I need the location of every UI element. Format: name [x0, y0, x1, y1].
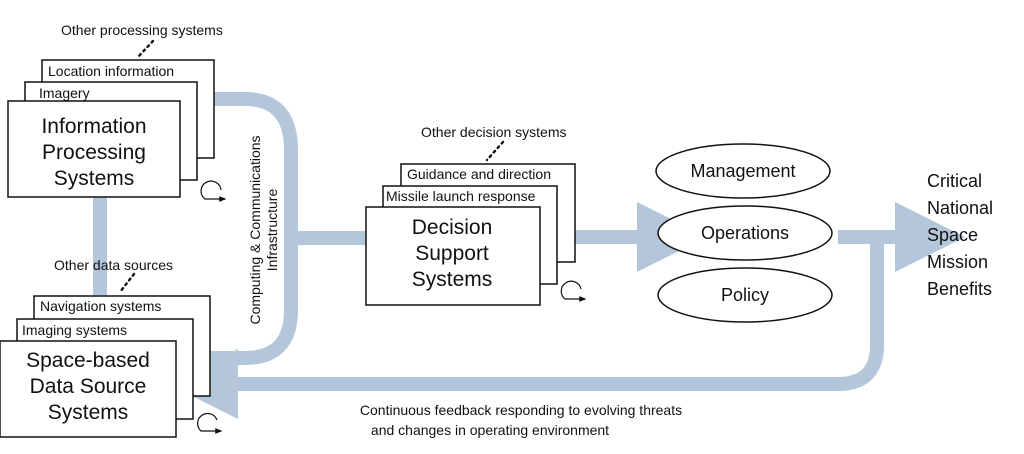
- missile-launch-label: Missile launch response: [386, 188, 536, 204]
- decision-support-title-line-2: Support: [415, 242, 489, 265]
- decision-support-stack: Other decision systems Guidance and dire…: [365, 124, 587, 306]
- infrastructure-label: Computing & Communications Infrastructur…: [247, 135, 280, 324]
- more-data-sources-dots: [118, 272, 136, 294]
- infrastructure-label-line-2: Infrastructure: [264, 189, 280, 272]
- cycle-arrow-icon: [200, 180, 227, 202]
- benefits-line-2: National: [927, 198, 993, 218]
- feedback-caption: Continuous feedback responding to evolvi…: [360, 402, 682, 438]
- more-decision-dots: [485, 140, 505, 162]
- navigation-systems-label: Navigation systems: [40, 298, 161, 314]
- data-sources-title-line-3: Systems: [48, 401, 129, 424]
- imaging-systems-label: Imaging systems: [22, 322, 127, 338]
- policy-label: Policy: [721, 285, 769, 305]
- info-processing-box: [7, 100, 181, 198]
- decision-support-box: [365, 206, 541, 306]
- benefits-line-3: Space: [927, 225, 978, 245]
- cycle-arrow-icon: [197, 412, 223, 434]
- pipe-info-to-infrastructure: [208, 92, 298, 365]
- cycle-arrow-icon: [560, 280, 587, 302]
- more-processing-dots: [136, 39, 155, 59]
- data-sources-box: [0, 340, 177, 438]
- benefits-line-4: Mission: [927, 252, 988, 272]
- benefits-line-1: Critical: [927, 171, 982, 191]
- location-information-label: Location information: [48, 63, 174, 79]
- other-processing-systems-label: Other processing systems: [61, 22, 223, 38]
- operations-ellipse: [657, 205, 833, 261]
- operations-label: Operations: [701, 223, 789, 243]
- infrastructure-pipes: [93, 92, 965, 419]
- imagery-label: Imagery: [39, 85, 90, 101]
- policy-ellipse: [657, 267, 833, 323]
- decision-support-title-line-3: Systems: [412, 268, 493, 291]
- decision-support-title-line-1: Decision: [412, 216, 493, 239]
- data-sources-stack: Other data sources Navigation systems Im…: [0, 257, 223, 438]
- feedback-line-1: Continuous feedback responding to evolvi…: [360, 402, 682, 418]
- feedback-line-2: and changes in operating environment: [371, 422, 609, 438]
- data-sources-title-line-1: Space-based: [26, 349, 150, 372]
- info-processing-title-line-2: Processing: [42, 141, 146, 164]
- benefits-line-5: Benefits: [927, 279, 992, 299]
- other-decision-systems-label: Other decision systems: [421, 124, 567, 140]
- info-processing-title-line-3: Systems: [54, 167, 135, 190]
- other-data-sources-label: Other data sources: [54, 257, 173, 273]
- info-processing-title-line-1: Information: [41, 115, 146, 138]
- info-processing-stack: Other processing systems Location inform…: [7, 22, 227, 202]
- pipe-feedback-loop: [168, 237, 884, 419]
- infrastructure-label-line-1: Computing & Communications: [247, 135, 263, 324]
- outcomes-group: Management Operations Policy: [655, 143, 833, 323]
- guidance-direction-label: Guidance and direction: [407, 166, 551, 182]
- management-ellipse: [655, 143, 831, 199]
- data-sources-title-line-2: Data Source: [30, 375, 147, 398]
- management-label: Management: [690, 161, 795, 181]
- benefits-label: Critical National Space Mission Benefits: [927, 171, 993, 299]
